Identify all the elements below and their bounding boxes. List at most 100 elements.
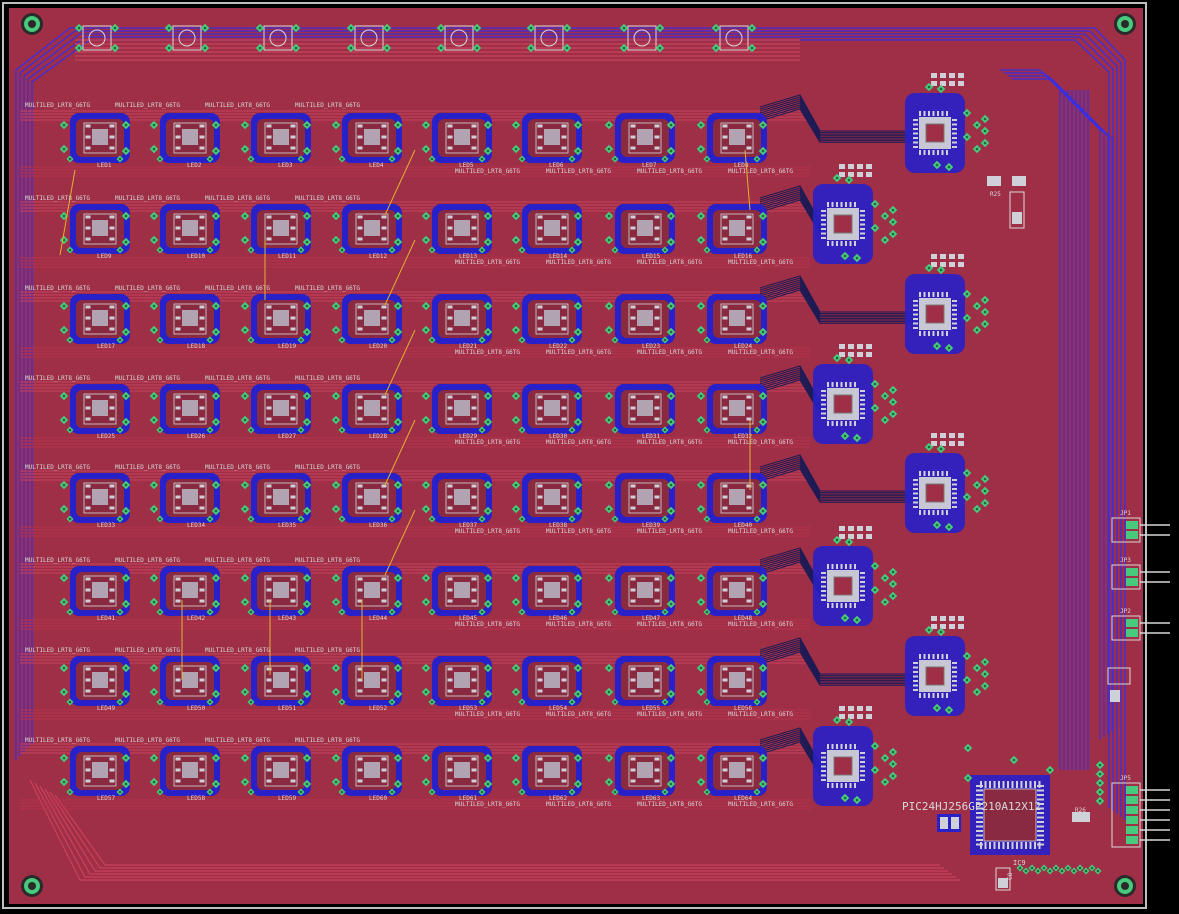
mcu-pin [976, 785, 983, 787]
pad-drill [486, 509, 490, 513]
driver-cap [839, 164, 845, 169]
led-footprint: LED20 [331, 294, 403, 350]
pad-drill [334, 328, 338, 332]
driver-pin [821, 223, 826, 226]
pad-drill [152, 214, 156, 218]
pad-drill [663, 157, 667, 161]
pushbutton [436, 23, 482, 53]
driver-pin [860, 752, 865, 754]
driver-pin [941, 471, 944, 476]
led-smd-pad [746, 226, 752, 230]
led-smd-pad [109, 237, 115, 241]
pad-drill [975, 304, 979, 308]
led-smd-pad [85, 327, 91, 331]
mcu-pin [1016, 781, 1018, 788]
pad-drill [68, 248, 72, 252]
pad-drill [424, 418, 428, 422]
driver-pin [860, 412, 865, 415]
led-smd-pad [630, 768, 636, 772]
led-smd-pad [654, 667, 660, 671]
pad-drill [424, 666, 428, 670]
led-smd-pad [109, 146, 115, 150]
led-smd-pad [447, 599, 453, 603]
pad-drill [565, 46, 569, 50]
led-smd-pad [381, 484, 387, 488]
pad-drill [1098, 790, 1102, 794]
pad-drill [118, 700, 122, 704]
driver-fan-trace [759, 108, 921, 143]
driver-pin [913, 123, 918, 126]
driver-pin [854, 564, 856, 569]
pad-drill [669, 782, 673, 786]
led-package-label: MULTILED_LRT8_G6TG [546, 711, 611, 718]
led-smd-pad [471, 124, 477, 128]
led-smd-pad [471, 417, 477, 421]
led-smd-pad [561, 226, 567, 230]
driver-pin [840, 421, 843, 426]
led-package-label: MULTILED_LRT8_G6TG [546, 259, 611, 266]
driver-pin [827, 382, 829, 387]
pad-drill [334, 483, 338, 487]
driver-pin [913, 309, 918, 311]
driver-pin [860, 572, 865, 574]
driver-pin [831, 241, 834, 246]
driver-pin [860, 774, 865, 777]
driver-pin [821, 219, 826, 221]
pad-drill [424, 238, 428, 242]
driver-cap [958, 81, 964, 86]
pad-drill [430, 338, 434, 342]
button-actuator [725, 29, 743, 47]
driver-pin [952, 492, 957, 495]
pad-drill [152, 666, 156, 670]
led-smd-pad [290, 757, 296, 761]
led-smd-pad [447, 689, 453, 693]
led-package-label: MULTILED_LRT8_G6TG [295, 195, 360, 202]
pad-drill [947, 165, 951, 169]
pad-drill [520, 517, 524, 521]
pad-drill [576, 149, 580, 153]
led-smd-pad [85, 316, 91, 320]
pad-drill [430, 610, 434, 614]
pad-drill [843, 434, 847, 438]
led-body [637, 129, 653, 145]
led-smd-pad [85, 484, 91, 488]
pad-drill [299, 517, 303, 521]
led-smd-pad [471, 215, 477, 219]
driver-pin [952, 689, 957, 691]
led-body [273, 762, 289, 778]
pad-drill [576, 602, 580, 606]
led-ref-label: LED6 [549, 162, 564, 169]
driver-pin [831, 421, 834, 426]
led-silk-outline [83, 665, 117, 697]
pad-drill [340, 610, 344, 614]
led-smd-pad [630, 215, 636, 219]
led-package-label: MULTILED_LRT8_G6TG [295, 647, 360, 654]
pad-drill [663, 517, 667, 521]
led-smd-pad [290, 327, 296, 331]
driver-cap [940, 441, 946, 446]
button-actuator [360, 29, 378, 47]
resistor [1012, 176, 1026, 186]
driver-pin [821, 232, 826, 235]
led-package-label: MULTILED_LRT8_G6TG [637, 349, 702, 356]
led-package-label: MULTILED_LRT8_G6TG [205, 464, 270, 471]
mcu-pin [1011, 842, 1014, 849]
pad-drill [699, 576, 703, 580]
driver-pin [840, 202, 843, 207]
pad-drill [669, 149, 673, 153]
led-footprint: LED47 [604, 566, 676, 622]
pad-drill [334, 147, 338, 151]
driver-cap [857, 172, 863, 177]
led-package-label: MULTILED_LRT8_G6TG [637, 711, 702, 718]
pad-drill [385, 26, 389, 30]
mcu-pin [993, 842, 996, 849]
driver-pin [952, 501, 957, 504]
pad-drill [167, 46, 171, 50]
led-body [729, 220, 745, 236]
led-smd-pad [654, 146, 660, 150]
mcu-pin [1011, 781, 1014, 788]
led-smd-pad [109, 124, 115, 128]
pad-drill [62, 123, 66, 127]
led-smd-pad [109, 327, 115, 331]
driver-pin [952, 671, 957, 673]
